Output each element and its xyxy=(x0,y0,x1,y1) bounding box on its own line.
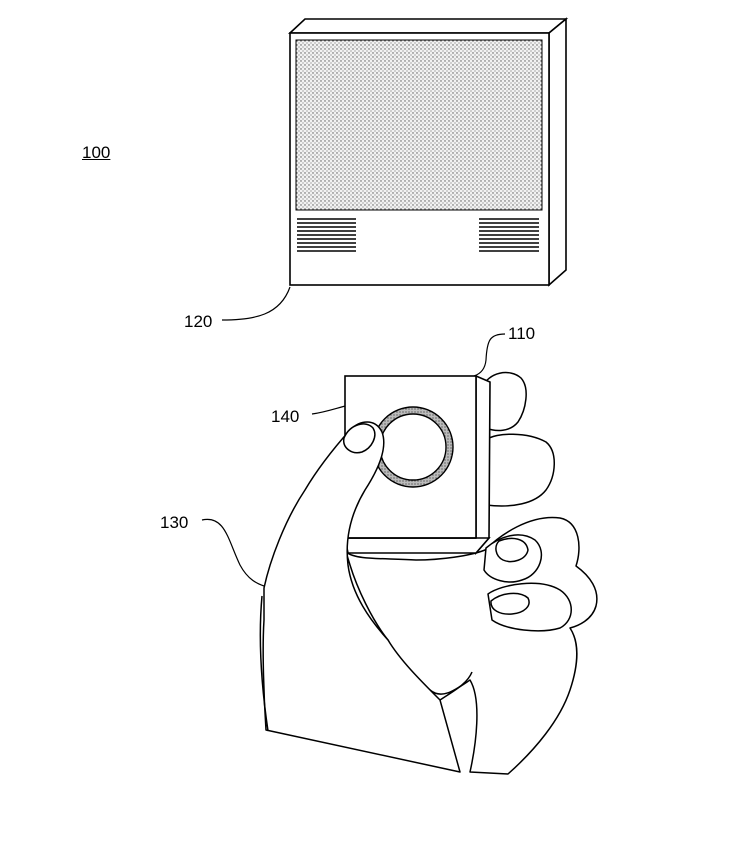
middle-finger-back xyxy=(485,433,555,507)
ring-fingernail xyxy=(495,537,529,563)
left-speaker-grille xyxy=(297,218,356,252)
thumb xyxy=(262,421,461,773)
palm-crease xyxy=(439,671,473,701)
system-reference-numeral: 100 xyxy=(82,143,111,162)
display-device xyxy=(287,17,569,287)
display-screen xyxy=(295,39,543,211)
hand-front xyxy=(259,421,473,773)
index-finger-back xyxy=(481,371,527,432)
remote-bottom xyxy=(344,537,491,554)
pinky-fingernail xyxy=(490,592,530,615)
thumbnail xyxy=(343,423,376,454)
leader-120 xyxy=(221,286,291,321)
remote-side xyxy=(475,374,491,556)
hand xyxy=(345,371,598,775)
display-device-reference-numeral: 120 xyxy=(184,312,213,331)
touch-ring-reference-numeral: 140 xyxy=(271,407,300,426)
wrist-left-edge xyxy=(259,595,269,732)
touch-ring-inner xyxy=(379,413,447,481)
right-speaker-grille xyxy=(479,218,539,252)
hand-reference-numeral: 130 xyxy=(160,513,189,532)
remote-device-reference-numeral: 110 xyxy=(508,324,536,343)
leader-130 xyxy=(201,518,265,587)
leader-110 xyxy=(473,333,506,377)
